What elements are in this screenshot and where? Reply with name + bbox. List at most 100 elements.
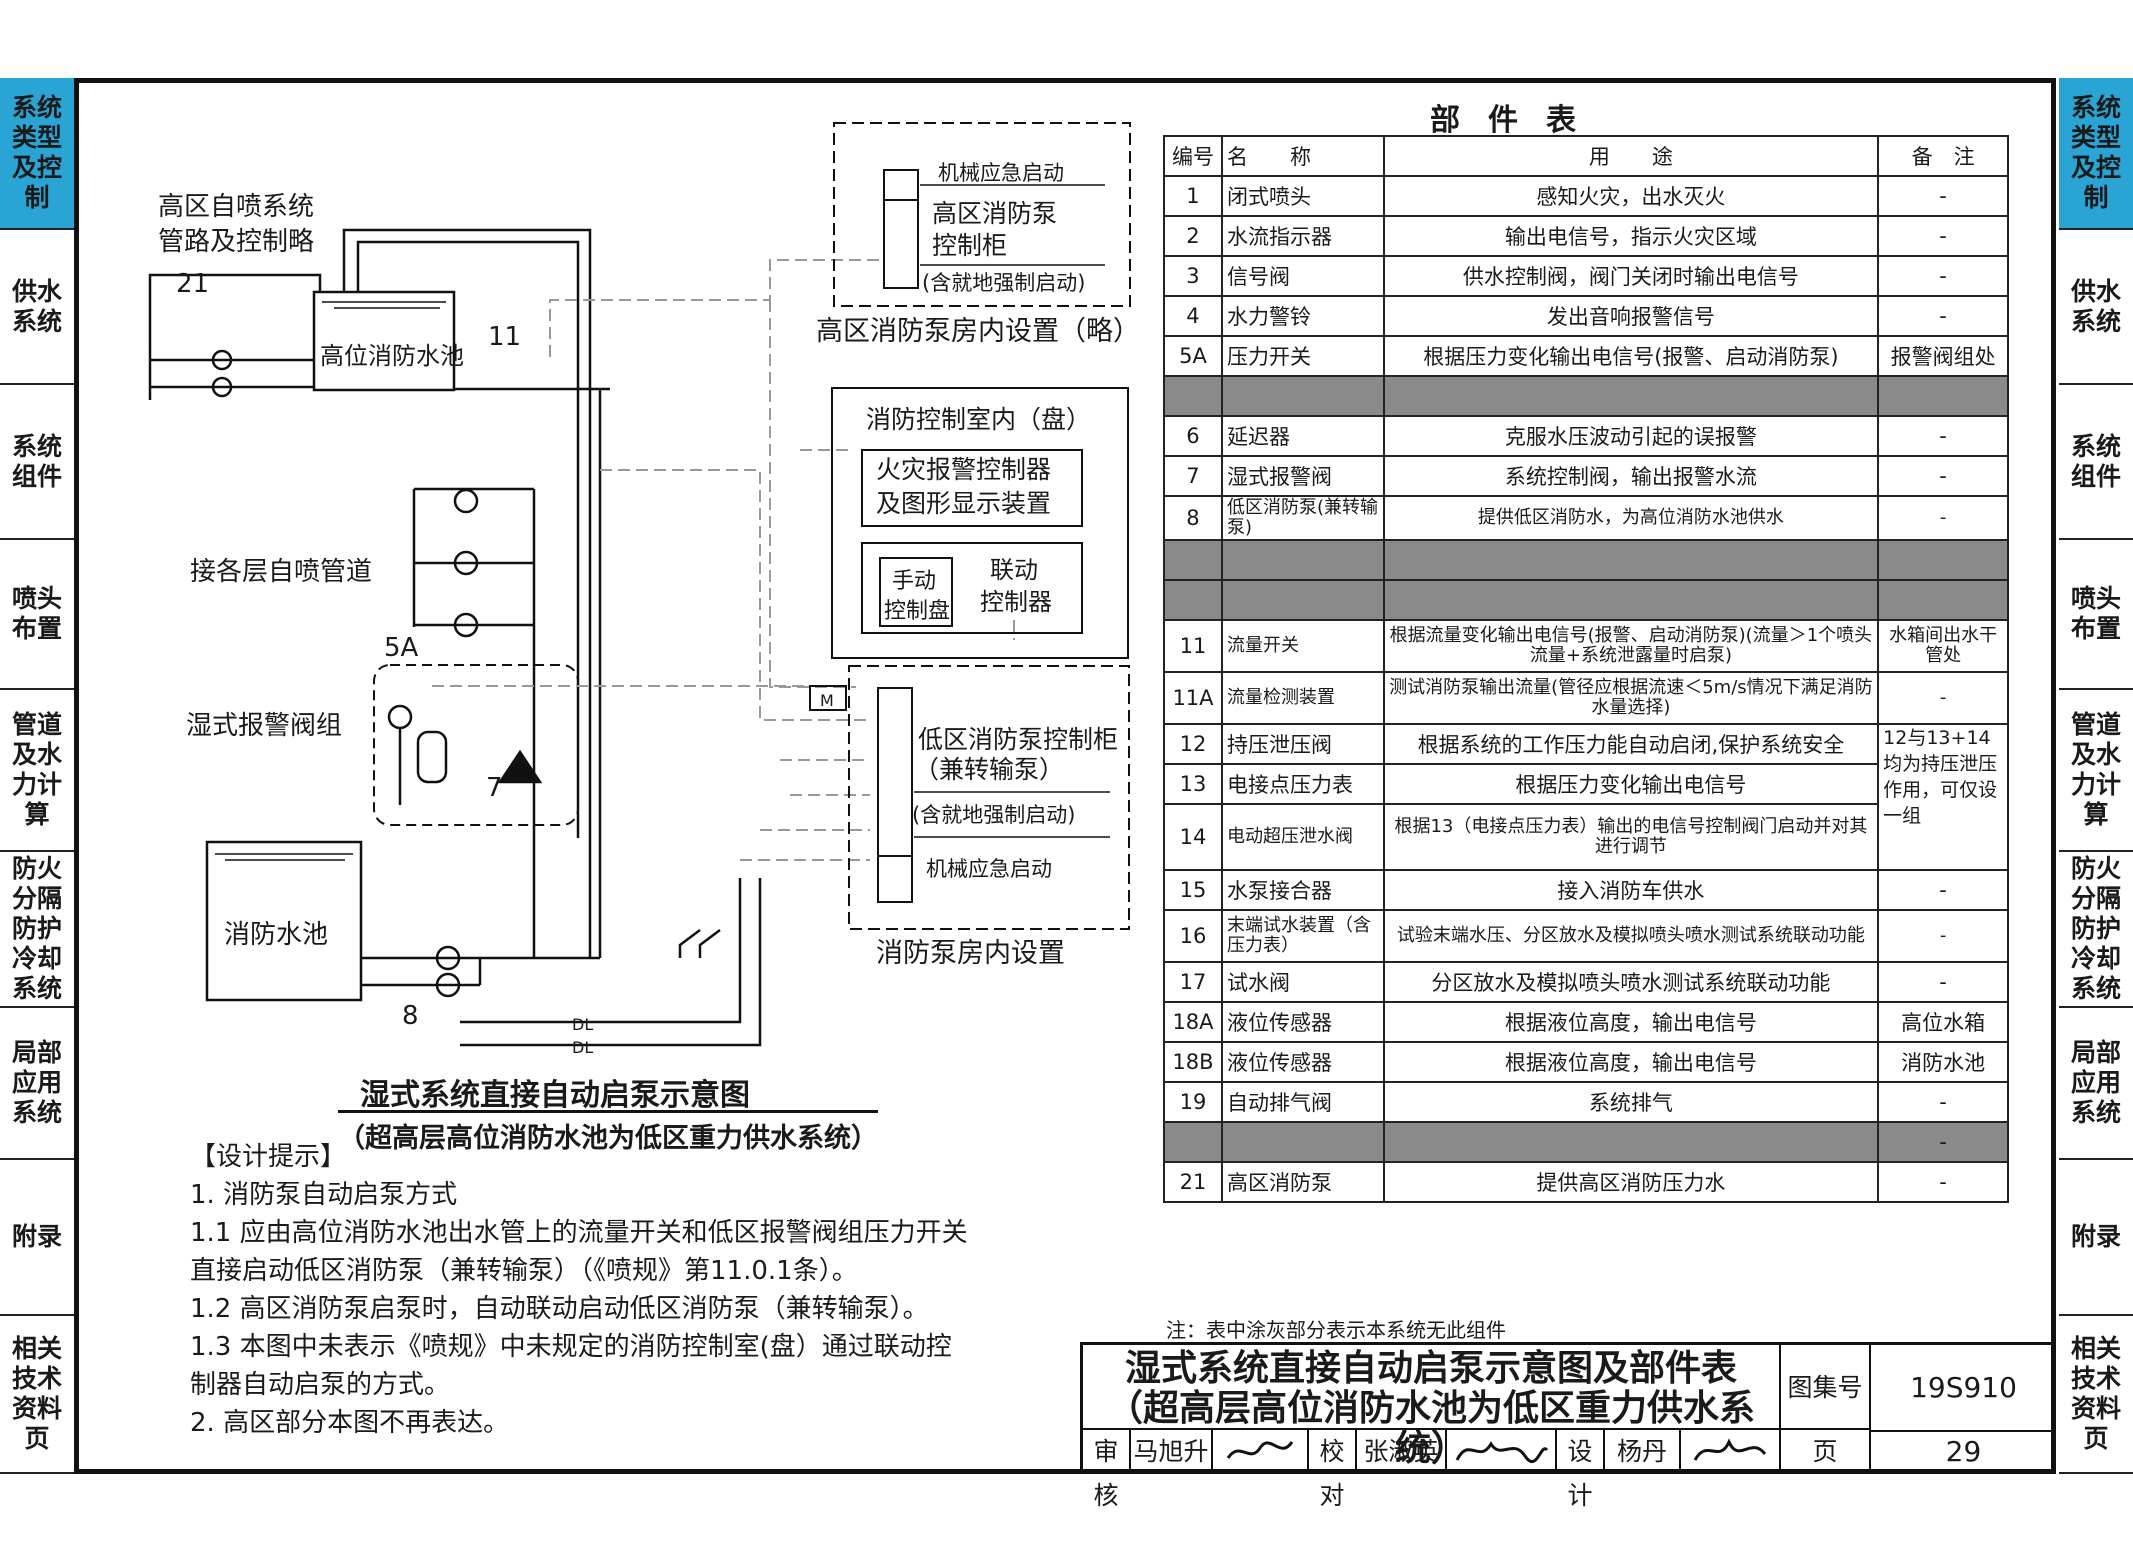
table-cell-name: 持压泄压阀	[1220, 723, 1385, 765]
table-cell-no: 15	[1163, 869, 1223, 911]
hint-line: 2. 高区部分本图不再表达。	[190, 1408, 510, 1438]
pool-label: 消防水池	[224, 920, 328, 950]
box3-l1: 低区消防泵控制柜	[918, 725, 1118, 754]
high-pump-cabinet-box	[833, 122, 1131, 307]
table-cell-note: -	[1877, 215, 2009, 257]
table-cell-no	[1163, 539, 1223, 581]
table-cell-use	[1382, 1121, 1880, 1163]
table-cell-no: 11A	[1163, 671, 1223, 725]
table-cell-name	[1220, 579, 1385, 621]
table-cell-note: 12与13+14均为持压泄压作用，可仅设一组	[1877, 723, 2009, 871]
tank-label: 高位消防水池	[320, 342, 464, 370]
schematic-diagram: 高区自喷系统 管路及控制略 21 高位消防水池 11 接各层自喷管道 5A 湿式…	[148, 122, 1140, 1057]
table-cell-no: 17	[1163, 961, 1223, 1003]
table-cell-use: 系统排气	[1382, 1081, 1880, 1123]
drawing-frame	[74, 78, 2056, 1474]
table-cell-name: 末端试水装置（含压力表）	[1220, 909, 1385, 963]
box2-title: 消防控制室内（盘）	[866, 405, 1091, 434]
table-cell-no: 12	[1163, 723, 1223, 765]
page-no: 29	[1945, 1435, 1982, 1468]
table-cell-no: 6	[1163, 415, 1223, 457]
table-cell-note: -	[1877, 415, 2009, 457]
table-cell-name	[1220, 1121, 1385, 1163]
hint-line: 制器自动启泵的方式。	[190, 1370, 451, 1400]
reviewer: 马旭升	[1131, 1430, 1213, 1474]
side-tab-2[interactable]: 系统组件	[2059, 385, 2133, 540]
hint-line: 1.3 本图中未表示《喷规》中未规定的消防控制室(盘）通过联动控	[190, 1332, 952, 1362]
side-tab-4[interactable]: 管道及水力计算	[0, 690, 74, 852]
high-zone-label-1: 高区自喷系统	[158, 192, 314, 222]
table-cell-use: 根据系统的工作压力能自动启闭,保护系统安全	[1382, 723, 1880, 765]
control-room-box	[831, 387, 1129, 659]
side-tab-6[interactable]: 局部应用系统	[0, 1008, 74, 1160]
table-cell-note: -	[1877, 1081, 2009, 1123]
side-tab-7[interactable]: 附录	[0, 1160, 74, 1316]
box3-l3: (含就地强制启动)	[912, 803, 1075, 827]
table-cell-use: 根据压力变化输出电信号(报警、启动消防泵)	[1382, 335, 1880, 377]
side-tab-3[interactable]: 喷头布置	[2059, 540, 2133, 690]
table-cell-name: 液位传感器	[1220, 1001, 1385, 1043]
table-cell-name: 流量开关	[1220, 619, 1385, 673]
table-cell-no: 5A	[1163, 335, 1223, 377]
side-tab-8[interactable]: 相关技术资料页	[0, 1316, 74, 1474]
box3-l2: （兼转输泵）	[914, 755, 1064, 784]
reviewer-signature	[1213, 1430, 1309, 1474]
designer: 杨丹	[1605, 1430, 1681, 1474]
alarm-group-label: 湿式报警阀组	[186, 711, 342, 741]
table-cell-no	[1163, 1121, 1223, 1163]
side-tab-7[interactable]: 附录	[2059, 1160, 2133, 1316]
table-cell-use	[1382, 539, 1880, 581]
side-tab-3[interactable]: 喷头布置	[0, 540, 74, 690]
table-cell-note	[1877, 579, 2009, 621]
side-tab-0[interactable]: 系统类型及控制	[2059, 78, 2133, 230]
hint-line: 1. 消防泵自动启泵方式	[190, 1180, 458, 1210]
atlas-no: 19S910	[1871, 1345, 2056, 1432]
side-tab-4[interactable]: 管道及水力计算	[2059, 690, 2133, 852]
title-line-2: （超高层高位消防水池为低区重力供水系统）	[1106, 1388, 1755, 1469]
table-cell-no: 14	[1163, 803, 1223, 871]
table-cell-use: 提供高区消防压力水	[1382, 1161, 1880, 1203]
side-tab-5[interactable]: 防火分隔防护冷却系统	[0, 852, 74, 1008]
table-cell-note: -	[1877, 255, 2009, 297]
table-cell-no: 4	[1163, 295, 1223, 337]
manual-1: 手动	[892, 569, 936, 594]
check-label: 校对	[1309, 1430, 1357, 1510]
table-cell-note	[1877, 539, 2009, 581]
table-cell-note: 报警阀组处	[1877, 335, 2009, 377]
side-tab-5[interactable]: 防火分隔防护冷却系统	[2059, 852, 2133, 1008]
tag-8: 8	[402, 1001, 419, 1031]
table-cell-use: 输出电信号，指示火灾区域	[1382, 215, 1880, 257]
title-block: 湿式系统直接自动启泵示意图及部件表 （超高层高位消防水池为低区重力供水系统） 图…	[1080, 1342, 2056, 1510]
table-cell-name: 液位传感器	[1220, 1041, 1385, 1083]
table-cell-name: 水泵接合器	[1220, 869, 1385, 911]
side-tab-2[interactable]: 系统组件	[0, 385, 74, 540]
box1-l2: 高区消防泵	[932, 199, 1057, 228]
table-cell-use: 试验末端水压、分区放水及模拟喷头喷水测试系统联动功能	[1382, 909, 1880, 963]
table-cell-use: 提供低区消防水，为高位消防水池供水	[1382, 495, 1880, 541]
table-cell-no: 21	[1163, 1161, 1223, 1203]
table-note: 注：表中涂灰部分表示本系统无此组件	[1166, 1318, 1506, 1342]
side-tab-6[interactable]: 局部应用系统	[2059, 1008, 2133, 1160]
table-cell-use: 感知火灾，出水灭火	[1382, 175, 1880, 217]
table-cell-note: -	[1877, 295, 2009, 337]
side-tab-1[interactable]: 供水系统	[2059, 230, 2133, 385]
table-cell-no: 18A	[1163, 1001, 1223, 1043]
table-cell-use: 供水控制阀，阀门关闭时输出电信号	[1382, 255, 1880, 297]
table-row: -	[1163, 1121, 2009, 1163]
review-label: 审核	[1083, 1430, 1131, 1510]
side-tab-1[interactable]: 供水系统	[0, 230, 74, 385]
table-cell-no: 16	[1163, 909, 1223, 963]
linkage-2: 控制器	[980, 588, 1052, 616]
side-tab-0[interactable]: 系统类型及控制	[0, 78, 74, 230]
side-tab-8[interactable]: 相关技术资料页	[2059, 1316, 2133, 1474]
table-cell-name: 压力开关	[1220, 335, 1385, 377]
